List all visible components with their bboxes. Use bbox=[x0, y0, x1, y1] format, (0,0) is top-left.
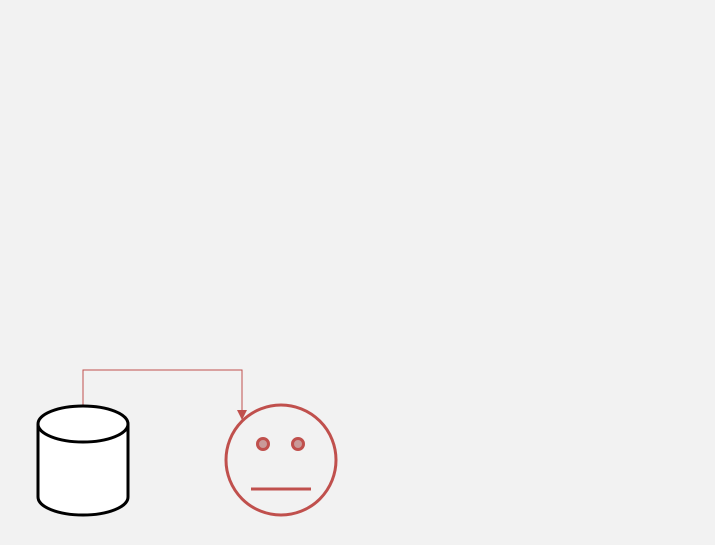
database-top bbox=[36, 404, 130, 444]
neutral-face-icon bbox=[224, 403, 338, 517]
connector-database-to-face bbox=[82, 369, 247, 420]
arrowhead-icon bbox=[237, 410, 247, 420]
database-body bbox=[36, 424, 130, 517]
face-outline bbox=[224, 403, 338, 517]
left-eye bbox=[256, 437, 270, 451]
right-eye bbox=[291, 437, 305, 451]
database-icon bbox=[36, 404, 130, 517]
connector-line bbox=[82, 369, 243, 410]
